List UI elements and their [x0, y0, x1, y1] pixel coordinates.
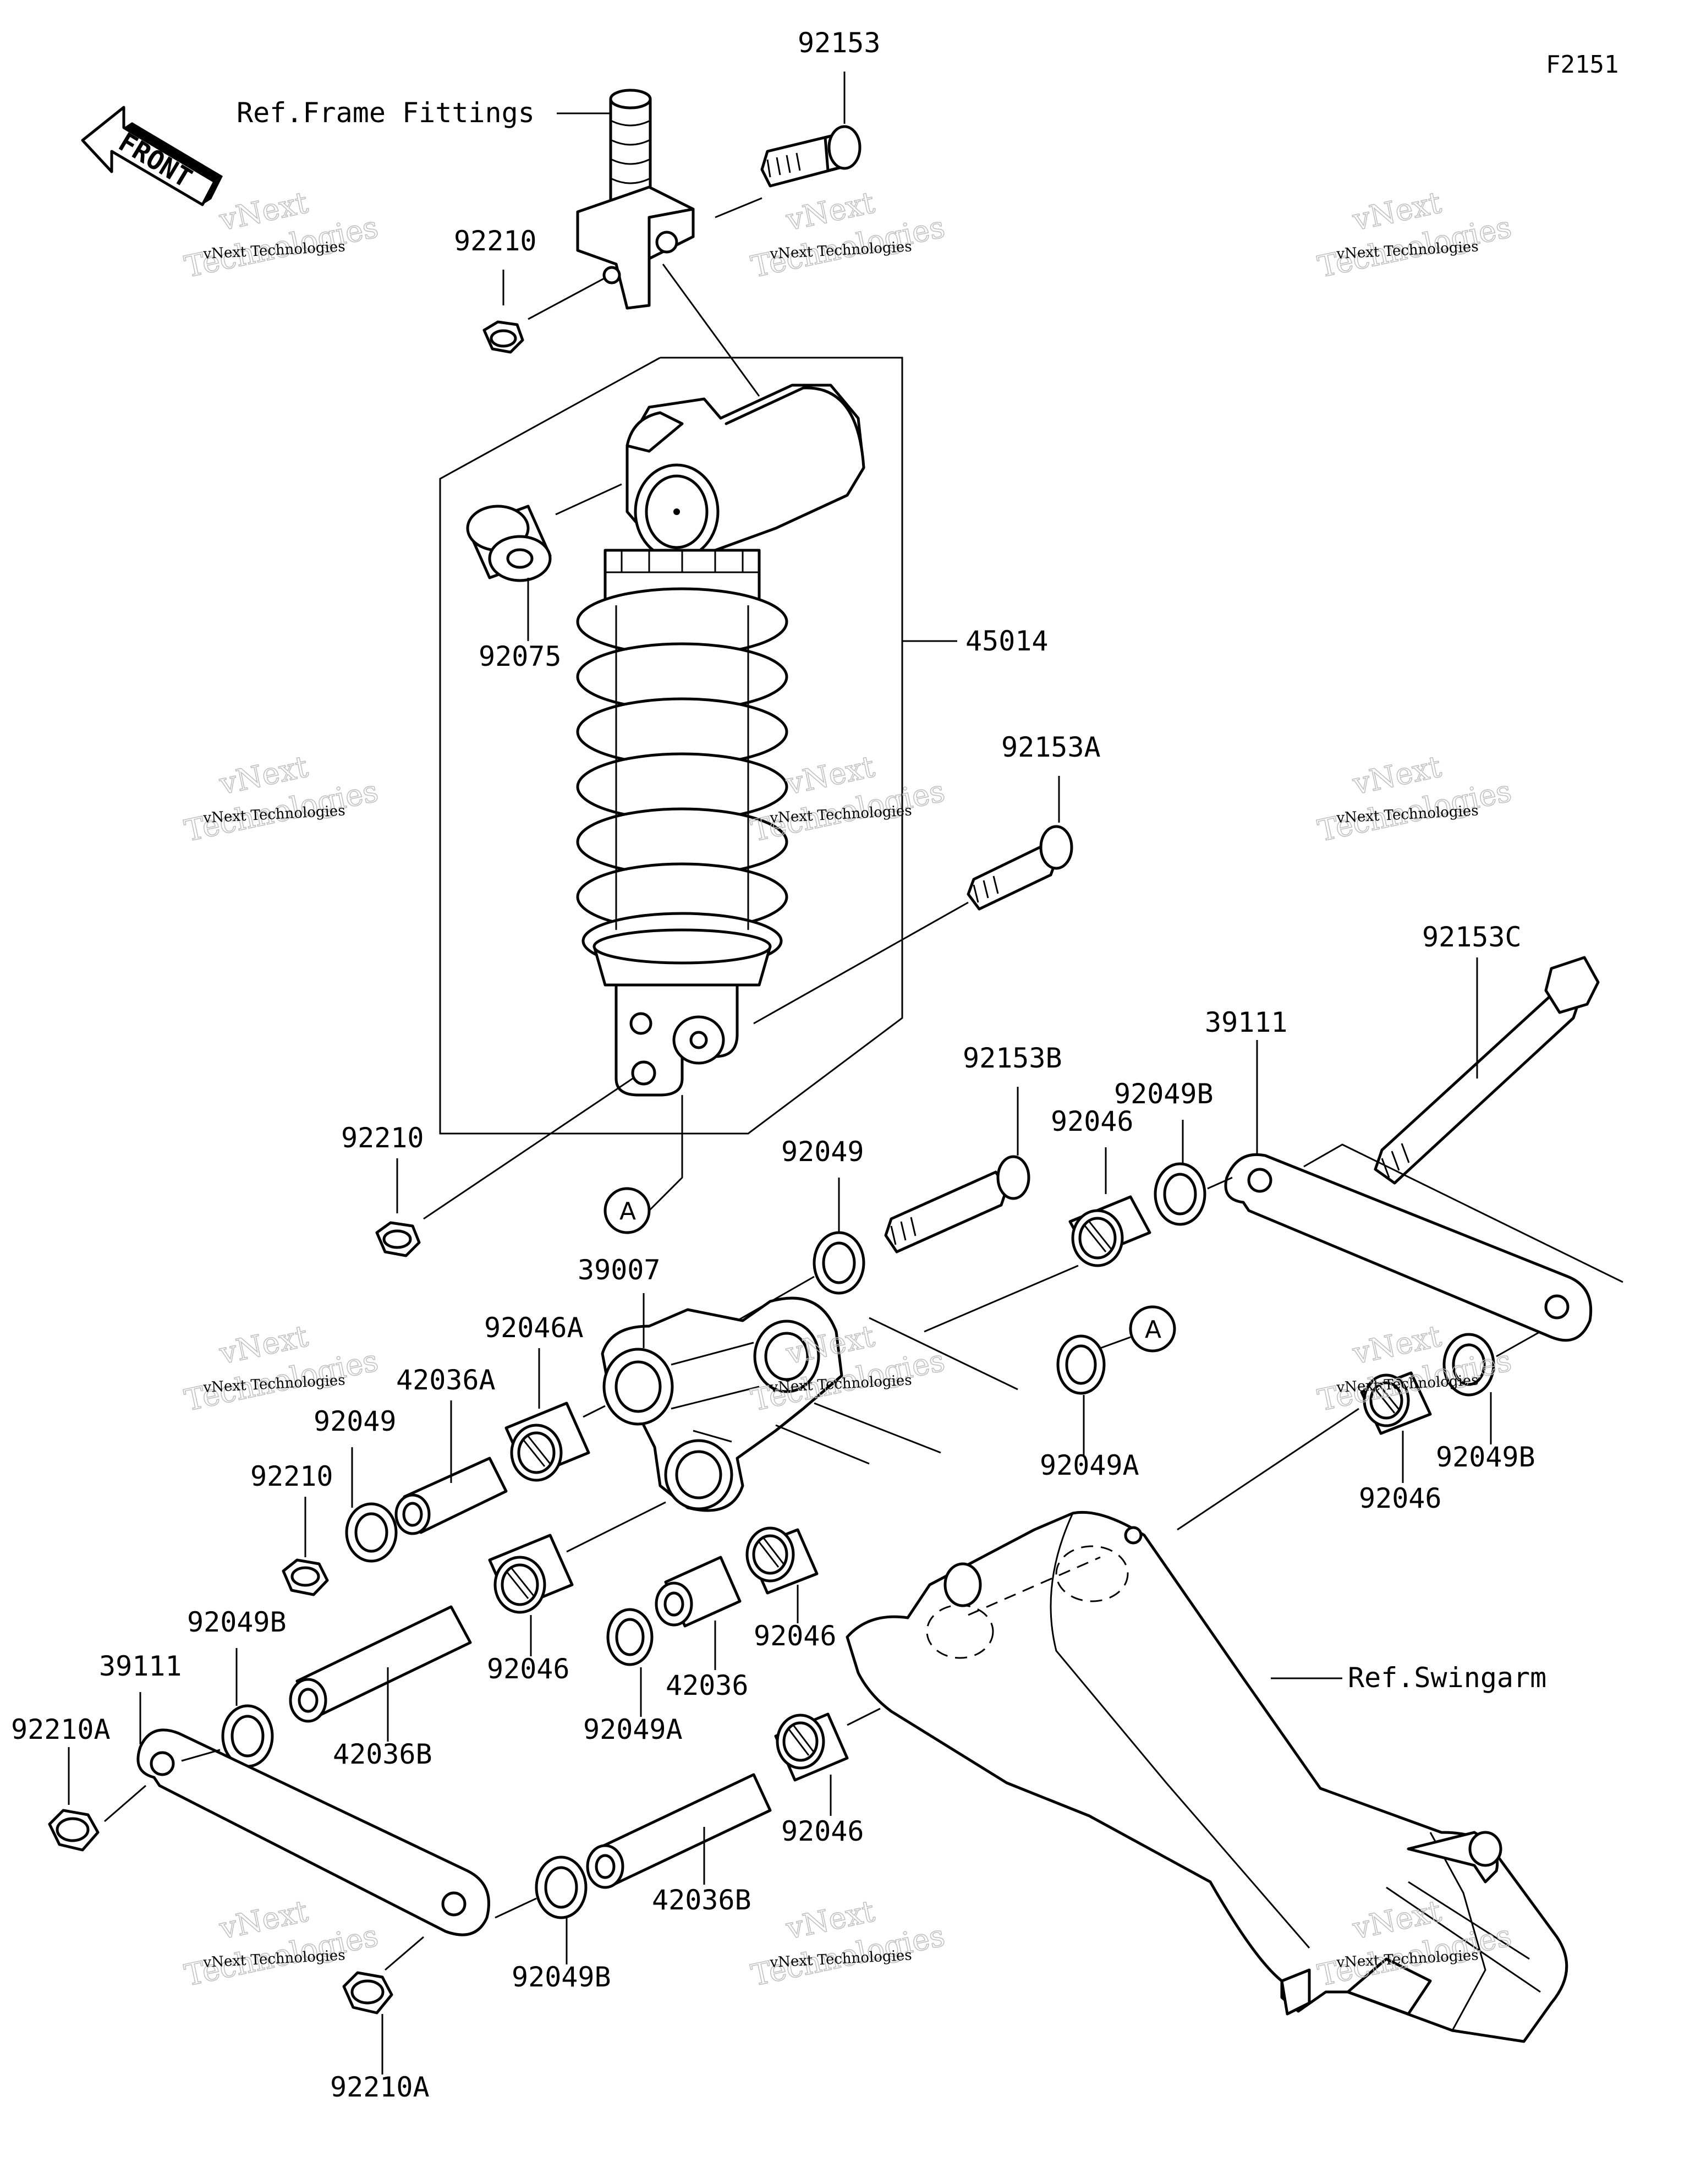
label-39111-right: 39111 [1205, 1006, 1288, 1038]
bolt-92153 [760, 125, 862, 188]
label-92046-right: 92046 [1359, 1482, 1442, 1514]
washer-92049B-bottom [535, 1855, 588, 1919]
label-92049-left: 92049 [314, 1405, 397, 1437]
washer-92049B-right [1442, 1333, 1495, 1397]
bolt-92153C [1374, 956, 1600, 1185]
bolt-92153B [884, 1155, 1030, 1254]
sleeve-42036 [655, 1556, 742, 1628]
nut-92210-top [482, 320, 524, 354]
bearing-92046-low [745, 1526, 819, 1595]
rocker-arm-39007 [601, 1296, 843, 1512]
sleeve-42036B-left [289, 1605, 472, 1723]
label-92210-top: 92210 [454, 225, 537, 257]
nut-92210A-left [48, 1809, 100, 1852]
bearing-92046-center [488, 1534, 574, 1614]
callout-a-right: A [1145, 1316, 1161, 1344]
label-42036B-low: 42036B [652, 1884, 751, 1916]
nut-92210-mid [375, 1221, 421, 1257]
diagram-code: F2151 [1546, 51, 1618, 79]
label-92153: 92153 [798, 27, 881, 59]
washer-92049-left [345, 1502, 398, 1563]
label-45014: 45014 [965, 625, 1049, 657]
label-92049A-low: 92049A [583, 1714, 683, 1745]
label-92049B-bottom: 92049B [512, 1961, 611, 1993]
label-92046A: 92046A [484, 1312, 584, 1344]
label-39111-left: 39111 [99, 1650, 182, 1682]
shock-absorber-45014 [576, 384, 865, 1097]
link-39111-left [136, 1728, 490, 1936]
bearing-92046-right [1360, 1371, 1432, 1435]
nut-92210A-bottom [342, 1971, 393, 2015]
washer-92049A-low [606, 1608, 654, 1666]
label-92153B: 92153B [963, 1042, 1062, 1074]
collar-92075 [466, 505, 552, 582]
label-92153A: 92153A [1001, 731, 1101, 763]
label-92046-low: 92046 [754, 1620, 837, 1652]
washer-92049A-right [1056, 1334, 1106, 1395]
washer-92049B-top [1154, 1162, 1206, 1226]
label-92046-center: 92046 [487, 1653, 570, 1685]
label-92049B-right: 92049B [1436, 1441, 1535, 1473]
label-42036B-left: 42036B [333, 1738, 432, 1770]
label-42036: 42036 [666, 1670, 749, 1701]
front-arrow-icon: FRONT [81, 106, 223, 206]
frame-bracket [576, 89, 695, 310]
label-39007: 39007 [578, 1254, 661, 1286]
bearing-92046-top [1068, 1195, 1151, 1267]
label-92046-bottom: 92046 [781, 1815, 864, 1847]
label-92153C: 92153C [1422, 921, 1522, 953]
callout-a-upper: A [619, 1197, 636, 1225]
ref-swingarm: Ref.Swingarm [1348, 1662, 1546, 1694]
label-92049-mid: 92049 [781, 1136, 864, 1168]
label-42036A: 42036A [396, 1364, 496, 1396]
swingarm-ref [846, 1510, 1568, 2043]
washer-92049-mid [813, 1231, 865, 1295]
label-92210A-left: 92210A [11, 1714, 111, 1745]
nut-92210-left [282, 1558, 329, 1596]
label-92075: 92075 [479, 641, 562, 672]
bolt-92153A [967, 825, 1073, 911]
link-39111-right [1224, 1153, 1593, 1342]
label-92210A-bottom: 92210A [330, 2071, 430, 2103]
label-92049B-top: 92049B [1114, 1078, 1214, 1110]
sleeve-42036B-low [586, 1773, 772, 1889]
label-92049B-left: 92049B [187, 1606, 287, 1638]
label-92210-mid: 92210 [341, 1122, 424, 1154]
bearing-92046-bottom [774, 1712, 849, 1782]
label-92210-left: 92210 [250, 1460, 333, 1492]
label-92049A-right: 92049A [1040, 1449, 1139, 1481]
sleeve-42036A [394, 1457, 508, 1535]
label-92046-top: 92046 [1051, 1105, 1134, 1137]
ref-frame-fittings: Ref.Frame Fittings [237, 97, 535, 129]
bearing-92046A [504, 1402, 590, 1482]
